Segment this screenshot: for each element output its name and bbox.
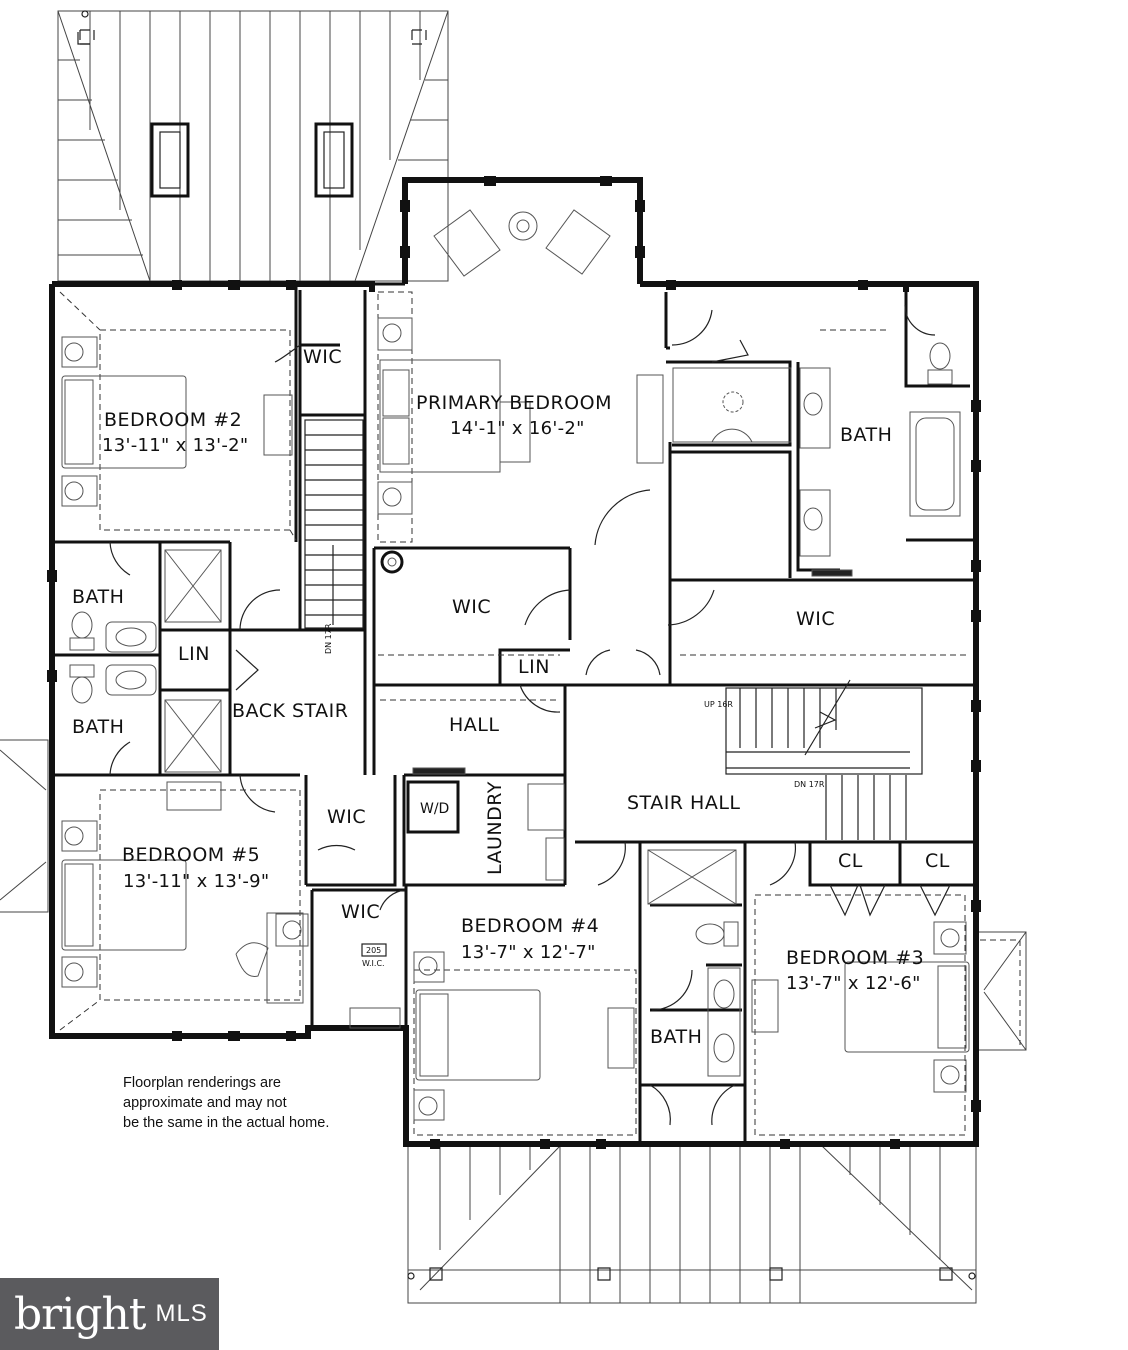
bath-label-jack-jill: BATH: [650, 1026, 702, 1048]
primary-dim: 14'-1" x 16'-2": [450, 418, 585, 439]
room-tag-number: 205: [366, 946, 381, 955]
stair-up-label: UP 16R: [704, 700, 733, 709]
ceiling-lines: [59, 291, 968, 1136]
wic-label-primary-right: WIC: [796, 608, 835, 630]
wic-label-primary-left: WIC: [452, 596, 491, 618]
disclaimer-note: Floorplan renderings are approximate and…: [123, 1073, 383, 1133]
lin-label-hall: LIN: [518, 656, 550, 678]
bedroom4-dim: 13'-7" x 12'-7": [461, 942, 596, 963]
bedroom2-name: BEDROOM #2: [104, 409, 242, 431]
note-line-2: approximate and may not: [123, 1095, 287, 1111]
wic-label-bed4: WIC: [341, 901, 380, 923]
back-stair-label: BACK STAIR: [232, 700, 348, 722]
bottom-roof: [407, 1145, 977, 1304]
laundry-label: LAUNDRY: [484, 781, 506, 875]
interior-walls: [52, 282, 976, 1144]
main-stair: [725, 679, 923, 840]
bedroom3-name: BEDROOM #3: [786, 947, 924, 969]
room-tag-name: W.I.C.: [362, 959, 385, 968]
closet-label-1: CL: [838, 850, 863, 872]
note-line-3: be the same in the actual home.: [123, 1115, 330, 1131]
washer-dryer-label: W/D: [420, 801, 449, 817]
primary-name: PRIMARY BEDROOM: [416, 392, 612, 414]
side-roof-right: [976, 931, 1027, 1051]
bright-mls-logo: bright MLS: [0, 1278, 219, 1350]
closet-label-2: CL: [925, 850, 950, 872]
wic-label-bed5: WIC: [327, 806, 366, 828]
logo-mls-text: MLS: [155, 1300, 208, 1327]
exterior-walls: [47, 176, 981, 1149]
furniture: [61, 209, 970, 1121]
bedroom2-dim: 13'-11" x 13'-2": [102, 435, 249, 456]
bedroom5-dim: 13'-11" x 13'-9": [123, 871, 270, 892]
back-stair: [304, 419, 364, 629]
side-roof-left: [0, 739, 49, 913]
logo-brand-text: bright: [14, 1288, 146, 1340]
room-labels: BEDROOM #2 13'-11" x 13'-2" PRIMARY BEDR…: [72, 346, 950, 1048]
bath-label-primary: BATH: [840, 424, 892, 446]
note-line-1: Floorplan renderings are: [123, 1075, 281, 1091]
top-roof: [57, 10, 449, 282]
lin-label-back: LIN: [178, 643, 210, 665]
bedroom4-name: BEDROOM #4: [461, 915, 599, 937]
wic-label-bed2: WIC: [303, 346, 342, 368]
bedroom3-dim: 13'-7" x 12'-6": [786, 973, 921, 994]
bath-label-bed2: BATH: [72, 586, 124, 608]
back-stair-down-label: DN 17R: [324, 623, 333, 654]
hall-label: HALL: [449, 714, 499, 736]
bedroom5-name: BEDROOM #5: [122, 844, 260, 866]
stair-hall-label: STAIR HALL: [627, 792, 741, 814]
stair-down-label: DN 17R: [794, 780, 825, 789]
bath-label-bed5: BATH: [72, 716, 124, 738]
doors: [109, 304, 951, 1126]
